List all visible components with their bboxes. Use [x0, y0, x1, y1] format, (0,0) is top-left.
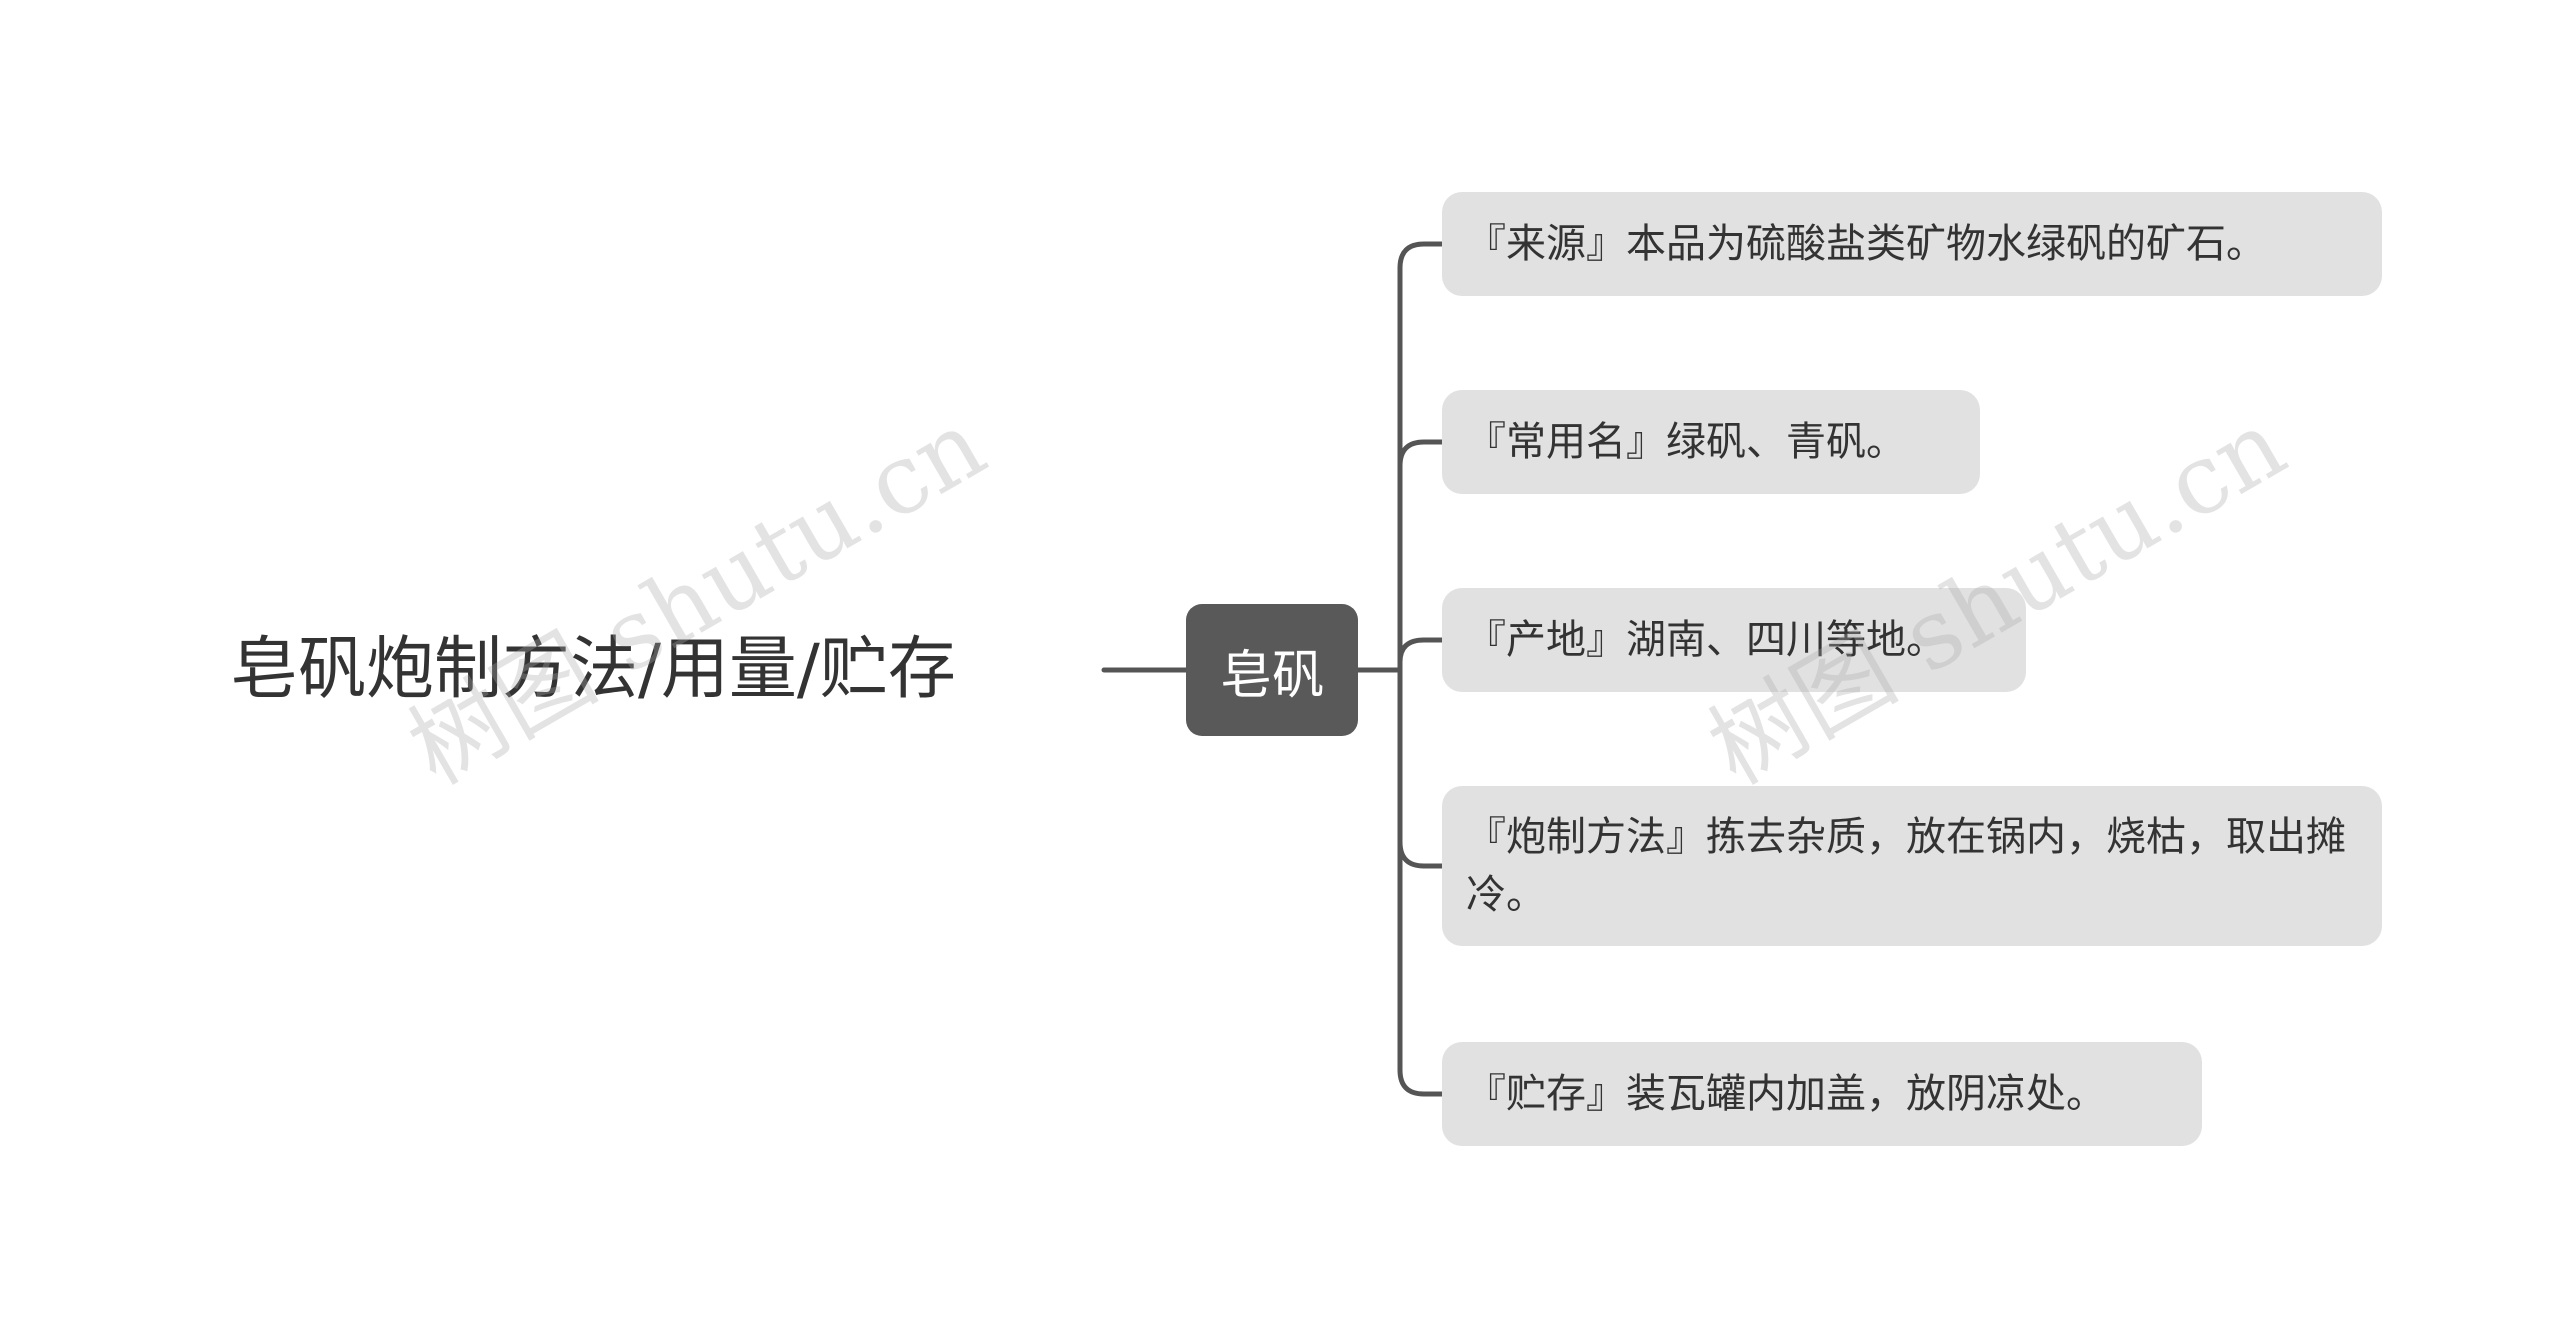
leaf-node-text: 『常用名』绿矾、青矾。: [1466, 419, 1906, 465]
connector-branch-4: [1397, 667, 1445, 869]
leaf-node-storage[interactable]: 『贮存』装瓦罐内加盖，放阴凉处。: [1442, 1042, 2202, 1146]
center-topic[interactable]: 皂矾: [1186, 604, 1358, 736]
leaf-node-text: 『炮制方法』拣去杂质，放在锅内，烧枯，取出摊冷。: [1466, 814, 2346, 918]
leaf-node-text: 『来源』本品为硫酸盐类矿物水绿矾的矿石。: [1466, 221, 2266, 267]
connector-branch-2: [1397, 439, 1445, 673]
leaf-node-processing[interactable]: 『炮制方法』拣去杂质，放在锅内，烧枯，取出摊冷。: [1442, 786, 2382, 946]
leaf-node-text: 『产地』湖南、四川等地。: [1466, 617, 1946, 663]
connector-branch-3: [1397, 637, 1445, 673]
root-topic[interactable]: 皂矾炮制方法/用量/贮存: [230, 630, 956, 709]
connector-branch-5: [1397, 667, 1445, 1097]
connector-branch-1: [1397, 241, 1445, 673]
leaf-node-origin[interactable]: 『产地』湖南、四川等地。: [1442, 588, 2026, 692]
leaf-node-text: 『贮存』装瓦罐内加盖，放阴凉处。: [1466, 1071, 2106, 1117]
leaf-node-common-names[interactable]: 『常用名』绿矾、青矾。: [1442, 390, 1980, 494]
leaf-node-source[interactable]: 『来源』本品为硫酸盐类矿物水绿矾的矿石。: [1442, 192, 2382, 296]
